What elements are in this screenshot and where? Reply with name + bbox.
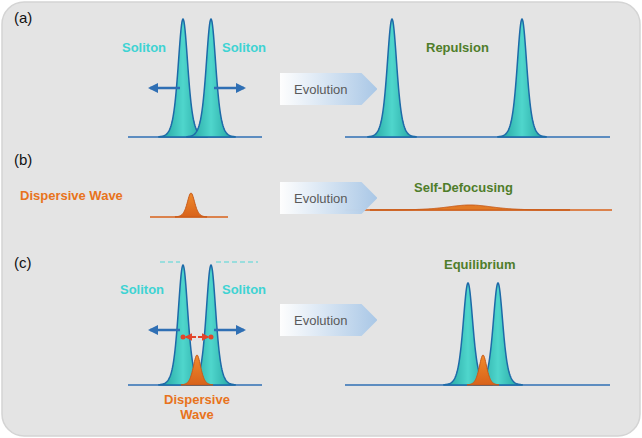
evolution-arrow: Evolution — [280, 300, 377, 340]
wave-shape — [368, 19, 416, 137]
wave-shape — [181, 355, 213, 385]
arrow-label: Evolution — [280, 82, 377, 97]
wave-shape — [370, 205, 570, 210]
wave-shape — [467, 355, 499, 385]
label: (b) — [14, 152, 32, 167]
wave-shape — [175, 193, 207, 217]
evolution-arrow: Evolution — [280, 69, 377, 109]
label: (c) — [14, 255, 32, 270]
wave-shape — [187, 19, 235, 137]
evolution-arrow: Evolution — [280, 178, 377, 218]
label: Soliton — [222, 282, 266, 297]
label: Soliton — [120, 282, 164, 297]
arrow-label: Evolution — [280, 313, 377, 328]
label: Soliton — [222, 40, 266, 55]
label: Self-Defocusing — [414, 180, 513, 195]
label: (a) — [14, 10, 32, 25]
label: Dispersive Wave — [20, 188, 123, 203]
label: Repulsion — [426, 40, 489, 55]
arrow-label: Evolution — [280, 191, 377, 206]
label: Equilibrium — [444, 257, 516, 272]
label: Soliton — [122, 40, 166, 55]
label: Dispersive Wave — [162, 392, 232, 422]
wave-shape — [498, 19, 546, 137]
wave-shape — [159, 19, 207, 137]
